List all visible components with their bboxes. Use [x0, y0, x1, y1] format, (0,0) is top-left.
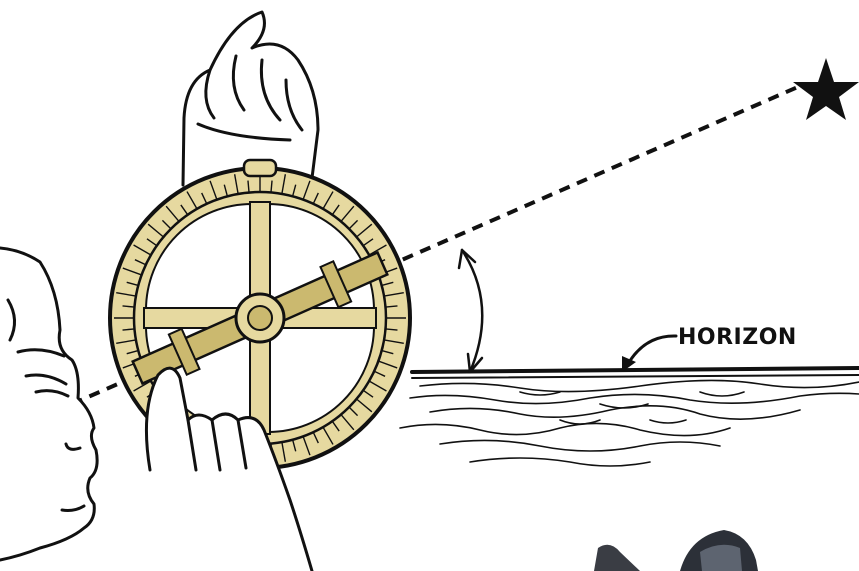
- star-icon: [793, 58, 859, 120]
- degree-tick: [161, 219, 172, 230]
- degree-tick: [281, 441, 287, 462]
- degree-tick: [186, 191, 198, 210]
- upper-hand: [181, 10, 320, 187]
- degree-tick: [122, 328, 135, 331]
- degree-tick: [133, 380, 152, 392]
- degree-tick: [126, 281, 139, 287]
- degree-tick: [291, 184, 297, 197]
- degree-tick: [331, 420, 340, 432]
- degree-tick: [122, 267, 142, 276]
- degree-tick: [281, 174, 287, 195]
- degree-tick: [291, 439, 297, 452]
- degree-tick: [116, 291, 137, 297]
- degree-tick: [373, 370, 386, 377]
- degree-tick: [247, 180, 250, 193]
- degree-tick: [381, 349, 394, 355]
- degree-tick: [147, 223, 164, 238]
- degree-tick: [302, 180, 311, 200]
- degree-tick: [356, 223, 373, 238]
- degree-tick: [362, 238, 374, 247]
- degree-tick: [348, 406, 359, 417]
- corner-photo-fragment: [594, 530, 758, 571]
- angle-arc-icon: [457, 248, 484, 374]
- degree-tick: [331, 204, 340, 216]
- degree-tick: [302, 436, 311, 456]
- degree-tick: [348, 219, 359, 230]
- degree-tick: [383, 339, 404, 345]
- degree-tick: [165, 205, 180, 222]
- degree-tick: [233, 174, 239, 195]
- degree-tick: [180, 204, 189, 216]
- degree-tick: [368, 380, 387, 392]
- horizon-label: HORIZON: [678, 325, 797, 350]
- degree-tick: [385, 328, 398, 331]
- sea-waves: [399, 366, 859, 467]
- degree-tick: [223, 184, 229, 197]
- degree-tick: [322, 191, 334, 210]
- degree-tick: [126, 349, 139, 355]
- degree-tick: [368, 244, 387, 256]
- degree-tick: [116, 339, 137, 345]
- degree-tick: [385, 305, 398, 308]
- degree-tick: [146, 238, 158, 247]
- curved-arrow-icon: [626, 334, 678, 366]
- horizon-callout: HORIZON: [622, 325, 797, 372]
- degree-tick: [201, 192, 208, 205]
- degree-tick: [270, 180, 273, 193]
- degree-tick: [312, 192, 319, 205]
- lower-hand: [144, 366, 314, 571]
- degree-tick: [381, 281, 394, 287]
- degree-tick: [134, 259, 147, 266]
- degree-tick: [312, 431, 319, 444]
- degree-tick: [362, 389, 374, 398]
- degree-tick: [378, 360, 398, 369]
- degree-tick: [340, 414, 355, 431]
- degree-tick: [322, 426, 334, 445]
- degree-tick: [133, 244, 152, 256]
- degree-tick: [209, 180, 218, 200]
- degree-tick: [122, 305, 135, 308]
- degree-tick: [356, 398, 373, 413]
- degree-tick: [383, 291, 404, 297]
- observer-face: [0, 246, 99, 562]
- degree-tick: [340, 205, 355, 222]
